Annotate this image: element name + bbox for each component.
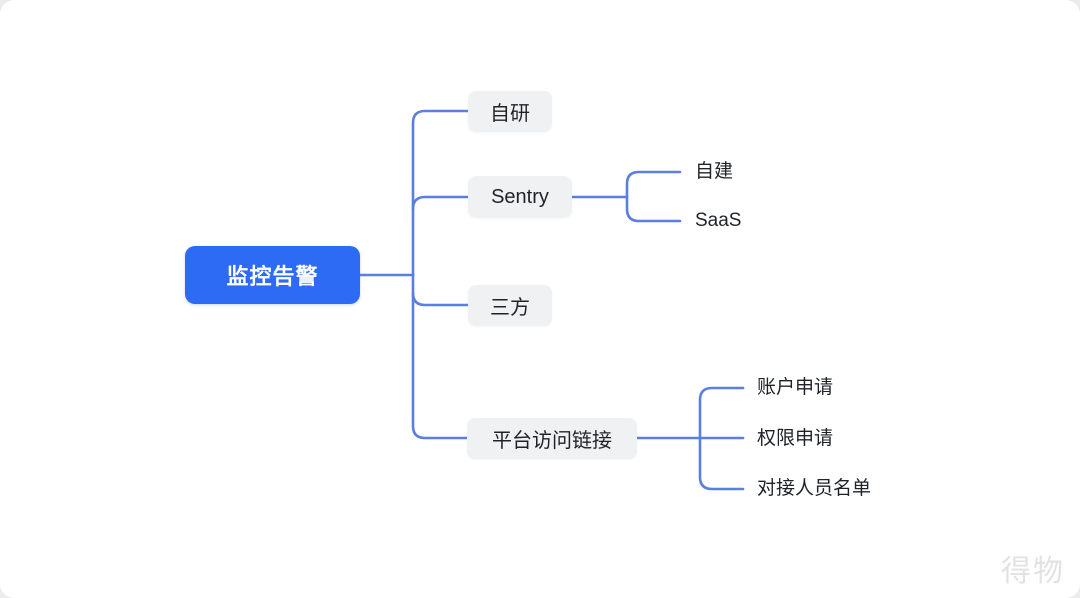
branch-node-sentry[interactable]: Sentry: [468, 176, 572, 218]
leaf-node-contact-person-list[interactable]: 对接人员名单: [757, 478, 872, 499]
connector-branch-1: [411, 109, 470, 277]
watermark-dewu: 得物: [1001, 555, 1065, 588]
leaf-node-self-built[interactable]: 自建: [695, 161, 734, 182]
connector-platform-bracket: [698, 386, 745, 491]
leaf-node-saas[interactable]: SaaS: [695, 210, 742, 231]
root-node-monitoring-alerts[interactable]: 监控告警: [185, 246, 360, 304]
connector-sentry-bracket: [625, 170, 682, 223]
branch-node-third-party[interactable]: 三方: [468, 285, 552, 326]
branch-node-platform-access-links[interactable]: 平台访问链接: [467, 418, 637, 459]
connector-branch-2: [411, 195, 470, 211]
leaf-node-permission-application[interactable]: 权限申请: [757, 428, 834, 449]
leaf-node-account-application[interactable]: 账户申请: [757, 377, 834, 398]
branch-node-self-developed[interactable]: 自研: [468, 91, 552, 132]
connector-branch-3: [411, 291, 470, 307]
connector-branch-4: [411, 273, 469, 440]
